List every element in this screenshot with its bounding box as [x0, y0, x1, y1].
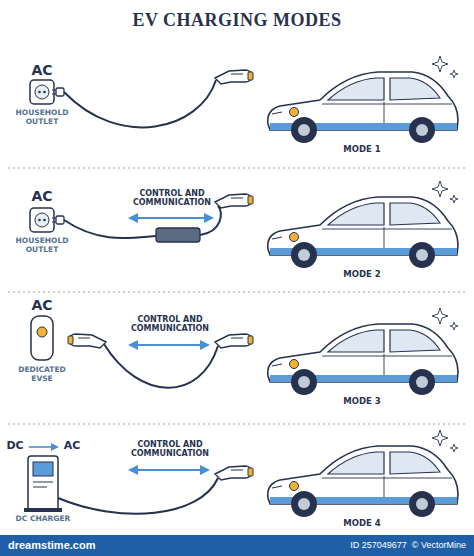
source-label: HOUSEHOLD OUTLET — [10, 109, 74, 126]
current-type: AC — [59, 440, 85, 453]
watermark: ID 257049677 — [350, 540, 407, 550]
link-label: CONTROL AND COMMUNICATION — [115, 440, 225, 458]
mode-label: MODE 1 — [327, 145, 397, 155]
current-type: DC — [2, 440, 28, 453]
watermark-credit: ID 257049677 © VectorMine — [350, 540, 466, 550]
link-label: CONTROL AND COMMUNICATION — [115, 315, 225, 333]
watermark: © VectorMine — [412, 540, 466, 550]
source-label: HOUSEHOLD OUTLET — [10, 237, 74, 254]
source-label: DEDICATED EVSE — [10, 366, 74, 383]
watermark: dreamstime.com — [8, 539, 95, 552]
mode-label: MODE 4 — [327, 519, 397, 529]
current-type: AC — [22, 62, 62, 78]
title: EV CHARGING MODES — [0, 10, 474, 31]
mode-label: MODE 3 — [327, 397, 397, 407]
current-type: AC — [22, 188, 62, 204]
link-label: CONTROL AND COMMUNICATION — [117, 189, 227, 207]
mode-label: MODE 2 — [327, 270, 397, 280]
current-type: AC — [22, 297, 62, 313]
source-label: DC CHARGER — [8, 515, 78, 524]
